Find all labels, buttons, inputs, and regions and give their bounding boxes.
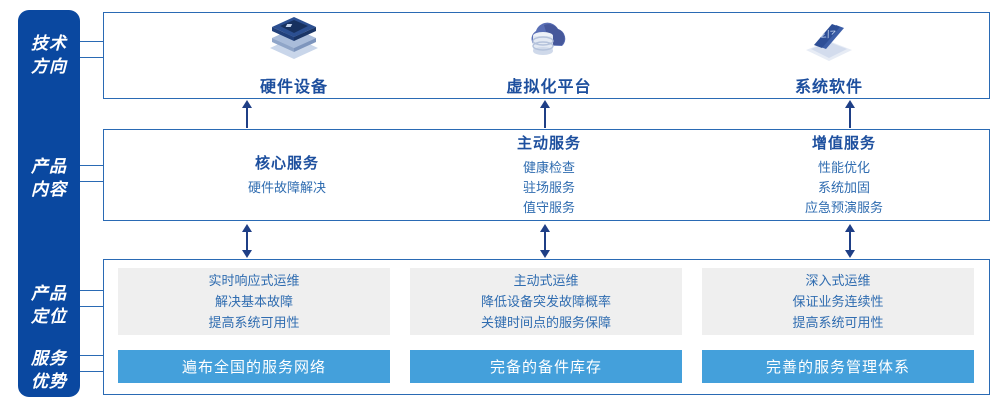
advantage-bar-label: 遍布全国的服务网络 [181, 359, 326, 376]
advantage-bar[interactable]: 完善的服务管理体系 [702, 350, 974, 383]
positioning-card-line: 实时响应式运维 [208, 273, 300, 288]
tech-direction-column[interactable]: 虚拟化平台 [439, 13, 659, 98]
arrow-bidirectional-software [840, 224, 860, 258]
sidebar-label-line: 服务 [31, 349, 67, 368]
positioning-card-line: 主动式运维 [513, 273, 579, 288]
positioning-card[interactable]: 主动式运维 降低设备突发故障概率 关键时间点的服务保障 [410, 268, 682, 335]
sidebar-item-product-positioning[interactable]: 产品 定位 [18, 282, 80, 328]
tech-direction-column[interactable]: </> 系统软件 [719, 13, 939, 98]
product-content-item: 健康检查 [522, 160, 575, 175]
arrow-up-virtualization [535, 100, 555, 128]
arrow-bidirectional-virtualization [535, 224, 555, 258]
cloud-database-icon [520, 15, 578, 69]
positioning-card[interactable]: 实时响应式运维 解决基本故障 提高系统可用性 [118, 268, 390, 335]
sidebar-item-product-content[interactable]: 产品 内容 [18, 155, 80, 201]
server-stack-icon [265, 15, 323, 69]
positioning-card[interactable]: 深入式运维 保证业务连续性 提高系统可用性 [702, 268, 974, 335]
sidebar-label-line: 技术 [31, 34, 67, 53]
arrow-up-hardware [237, 100, 257, 128]
product-content-section: 核心服务 硬件故障解决 主动服务 健康检查 驻场服务 值守服务 增值服务 性能优… [103, 129, 990, 221]
arrow-up-software [840, 100, 860, 128]
positioning-card-line: 关键时间点的服务保障 [480, 315, 611, 330]
sidebar-label-line: 产品 [31, 157, 67, 176]
product-content-item: 性能优化 [817, 160, 870, 175]
product-content-item: 值守服务 [522, 200, 575, 215]
sidebar-item-service-advantage[interactable]: 服务 优势 [18, 347, 80, 393]
sidebar-label-line: 优势 [31, 372, 67, 391]
product-content-title: 增值服务 [811, 135, 876, 152]
sidebar-label-line: 定位 [31, 307, 67, 326]
positioning-card-line: 深入式运维 [805, 273, 871, 288]
product-content-item: 应急预演服务 [804, 200, 883, 215]
advantage-bar-label: 完备的备件库存 [489, 359, 602, 376]
tech-direction-title: 虚拟化平台 [506, 78, 592, 96]
positioning-card-line: 提高系统可用性 [792, 315, 884, 330]
positioning-card-line: 提高系统可用性 [208, 315, 300, 330]
sidebar: 技术 方向 产品 内容 产品 定位 服务 优势 [18, 10, 80, 397]
advantage-bar[interactable]: 完备的备件库存 [410, 350, 682, 383]
tech-direction-column[interactable]: 硬件设备 [184, 13, 404, 98]
sidebar-label-line: 产品 [31, 284, 67, 303]
product-content-item: 系统加固 [817, 180, 870, 195]
product-content-title: 核心服务 [254, 155, 319, 172]
product-content-title: 主动服务 [516, 135, 581, 152]
product-content-column[interactable]: 主动服务 健康检查 驻场服务 值守服务 [434, 130, 664, 220]
positioning-card-line: 保证业务连续性 [792, 294, 884, 309]
positioning-card-line: 解决基本故障 [214, 294, 293, 309]
product-content-item: 硬件故障解决 [247, 180, 326, 195]
code-laptop-icon: </> [800, 15, 858, 69]
advantage-bar-label: 完善的服务管理体系 [765, 359, 910, 376]
tech-direction-title: 系统软件 [794, 78, 863, 96]
arrow-bidirectional-hardware [237, 224, 257, 258]
sidebar-label-line: 内容 [31, 180, 67, 199]
tech-direction-section: 硬件设备 虚拟化平台 [103, 12, 990, 99]
sidebar-item-tech-direction[interactable]: 技术 方向 [18, 32, 80, 78]
positioning-card-line: 降低设备突发故障概率 [480, 294, 611, 309]
advantage-bar[interactable]: 遍布全国的服务网络 [118, 350, 390, 383]
sidebar-label-line: 方向 [31, 57, 67, 76]
product-content-item: 驻场服务 [522, 180, 575, 195]
product-content-column[interactable]: 核心服务 硬件故障解决 [172, 130, 402, 220]
product-content-column[interactable]: 增值服务 性能优化 系统加固 应急预演服务 [729, 130, 959, 220]
tech-direction-title: 硬件设备 [259, 78, 328, 96]
